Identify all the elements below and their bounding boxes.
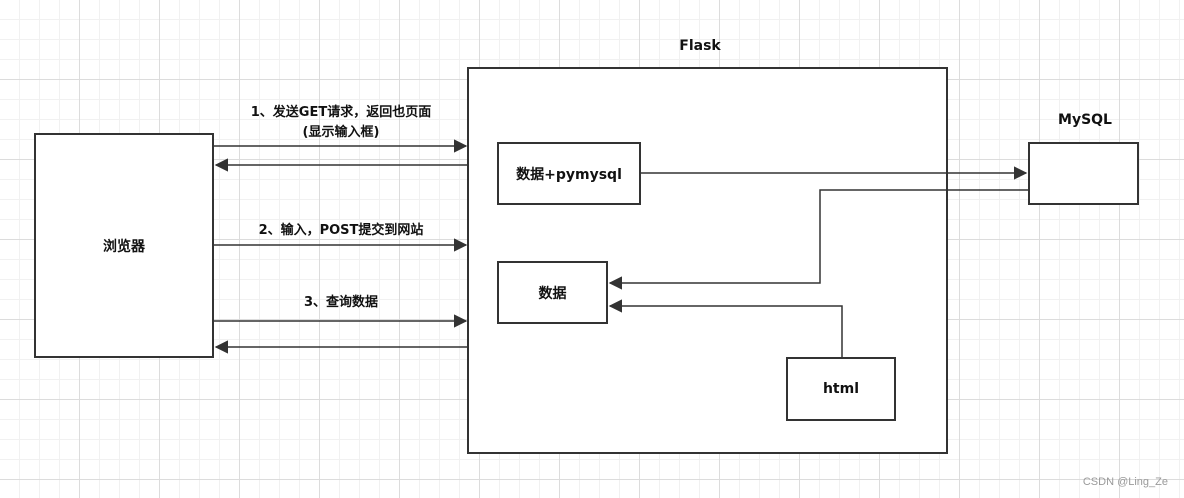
data-pymysql-label: 数据+pymysql [516,166,622,183]
arrow-mysql-to-data [608,189,1028,290]
watermark: CSDN @Ling_Ze [1082,476,1168,488]
step3-label: 3、查询数据 [303,295,379,310]
flask-title: Flask [679,38,721,54]
step1-label-line2: (显示输入框) [302,125,380,140]
mysql-box [1028,142,1139,205]
mysql-title: MySQL [1058,112,1112,128]
step1-label-line1: 1、发送GET请求，返回也页面 [250,105,432,120]
step2-label: 2、输入，POST提交到网站 [258,223,424,238]
browser-box: 浏览器 [34,133,214,358]
html-label: html [822,381,860,397]
browser-label: 浏览器 [103,238,145,255]
data-pymysql-box: 数据+pymysql [497,142,641,205]
data-label: 数据 [538,285,567,302]
html-box: html [786,357,896,421]
data-box: 数据 [497,261,608,324]
arrow-html-to-data [608,299,843,357]
